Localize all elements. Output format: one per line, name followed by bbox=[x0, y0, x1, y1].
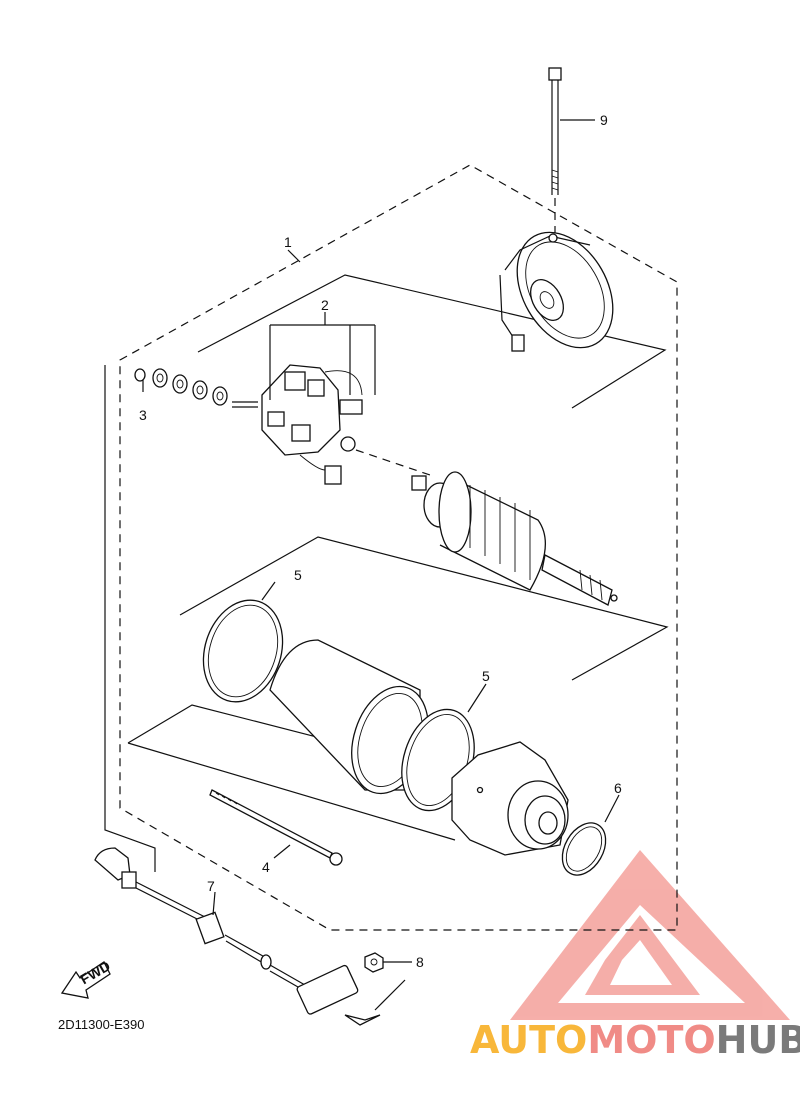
callout-7: 7 bbox=[207, 878, 215, 894]
diagram-code: 2D11300-E390 bbox=[58, 1017, 145, 1032]
lead-wire-7 bbox=[94, 847, 381, 1026]
o-ring-5-left bbox=[202, 599, 284, 703]
bolt-9 bbox=[548, 67, 562, 240]
brand-moto: MOTO bbox=[587, 1018, 716, 1062]
watermark-brand: AUTOMOTOHUB bbox=[470, 1018, 800, 1062]
fwd-arrow-icon: FWD bbox=[60, 958, 113, 999]
assembly-outline bbox=[119, 164, 678, 931]
rear-cover bbox=[451, 741, 569, 856]
callout-1: 1 bbox=[284, 234, 292, 250]
brand-auto: AUTO bbox=[470, 1018, 588, 1062]
callout-3: 3 bbox=[139, 407, 147, 423]
leader-lines bbox=[142, 119, 620, 916]
bracket-lead bbox=[104, 365, 156, 872]
armature bbox=[355, 449, 618, 606]
callout-4: 4 bbox=[262, 859, 270, 875]
bracket-armature bbox=[179, 536, 669, 681]
callout-6: 6 bbox=[614, 780, 622, 796]
bracket-end-cover bbox=[197, 274, 667, 409]
callout-5-left: 5 bbox=[294, 567, 302, 583]
callout-8: 8 bbox=[416, 954, 424, 970]
watermark-logo bbox=[510, 850, 790, 1020]
brush-holder-2 bbox=[261, 324, 376, 485]
callout-2: 2 bbox=[321, 297, 329, 313]
callout-9: 9 bbox=[600, 112, 608, 128]
through-bolt-4 bbox=[209, 789, 343, 866]
o-ring-6 bbox=[561, 822, 607, 876]
callout-5-right: 5 bbox=[482, 668, 490, 684]
bracket-yoke-lower bbox=[127, 742, 456, 841]
nut-8 bbox=[364, 952, 412, 973]
washer-set-3 bbox=[134, 368, 258, 408]
bracket-lead-right bbox=[374, 979, 406, 1011]
yoke bbox=[269, 639, 429, 795]
brand-hub: HUB bbox=[715, 1018, 800, 1062]
front-cover bbox=[499, 231, 614, 352]
